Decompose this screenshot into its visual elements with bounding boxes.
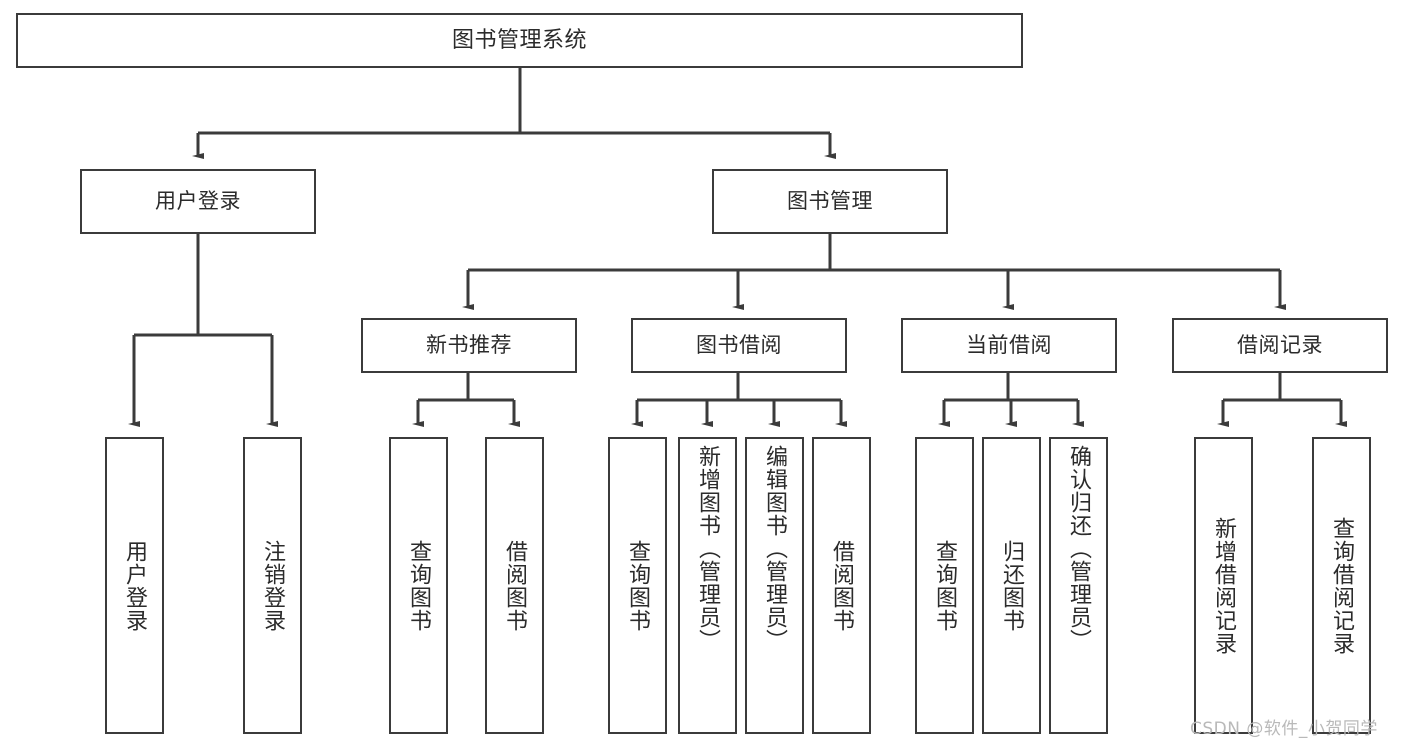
- node-borrow-record[interactable]: 借阅记录: [1172, 318, 1388, 373]
- node-new-book-recommend[interactable]: 新书推荐: [361, 318, 577, 373]
- node-leaf-confirm-return-admin[interactable]: 确认归还（管理员）: [1049, 437, 1108, 734]
- node-leaf-query-book-recommend[interactable]: 查询图书: [389, 437, 448, 734]
- node-label: 图书管理系统: [451, 27, 587, 53]
- node-label: 图书管理: [787, 189, 873, 214]
- node-root-system[interactable]: 图书管理系统: [16, 13, 1023, 68]
- node-label: 图书借阅: [696, 333, 782, 358]
- node-book-management[interactable]: 图书管理: [712, 169, 948, 234]
- node-leaf-add-borrow-record[interactable]: 新增借阅记录: [1194, 437, 1253, 734]
- node-label: 新书推荐: [426, 333, 512, 358]
- node-label: 借阅记录: [1237, 333, 1323, 358]
- node-label: 查询图书: [625, 539, 651, 632]
- node-user-login[interactable]: 用户登录: [80, 169, 316, 234]
- node-leaf-query-borrow-record[interactable]: 查询借阅记录: [1312, 437, 1371, 734]
- node-leaf-borrow-book[interactable]: 借阅图书: [812, 437, 871, 734]
- node-label: 当前借阅: [966, 333, 1052, 358]
- node-leaf-borrow-book-recommend[interactable]: 借阅图书: [485, 437, 544, 734]
- node-label: 查询图书: [406, 539, 432, 632]
- node-leaf-user-login[interactable]: 用户登录: [105, 437, 164, 734]
- node-label: 查询借阅记录: [1329, 516, 1355, 655]
- node-label: 编辑图书（管理员）: [762, 445, 788, 652]
- node-leaf-query-book-borrow[interactable]: 查询图书: [608, 437, 667, 734]
- node-label: 新增图书（管理员）: [695, 445, 721, 652]
- node-label: 借阅图书: [829, 539, 855, 632]
- node-label: 归还图书: [999, 539, 1025, 632]
- node-leaf-add-book-admin[interactable]: 新增图书（管理员）: [678, 437, 737, 734]
- node-label: 用户登录: [155, 189, 241, 214]
- node-label: 借阅图书: [502, 539, 528, 632]
- node-leaf-query-book-current[interactable]: 查询图书: [915, 437, 974, 734]
- node-leaf-edit-book-admin[interactable]: 编辑图书（管理员）: [745, 437, 804, 734]
- node-leaf-logout[interactable]: 注销登录: [243, 437, 302, 734]
- node-label: 用户登录: [122, 539, 148, 632]
- node-label: 注销登录: [260, 539, 286, 632]
- node-label: 确认归还（管理员）: [1066, 445, 1092, 652]
- csdn-watermark: CSDN @软件_小贺同学: [1190, 719, 1378, 739]
- node-leaf-return-book[interactable]: 归还图书: [982, 437, 1041, 734]
- node-label: 新增借阅记录: [1211, 516, 1237, 655]
- node-current-borrow[interactable]: 当前借阅: [901, 318, 1117, 373]
- node-label: 查询图书: [932, 539, 958, 632]
- node-book-borrow[interactable]: 图书借阅: [631, 318, 847, 373]
